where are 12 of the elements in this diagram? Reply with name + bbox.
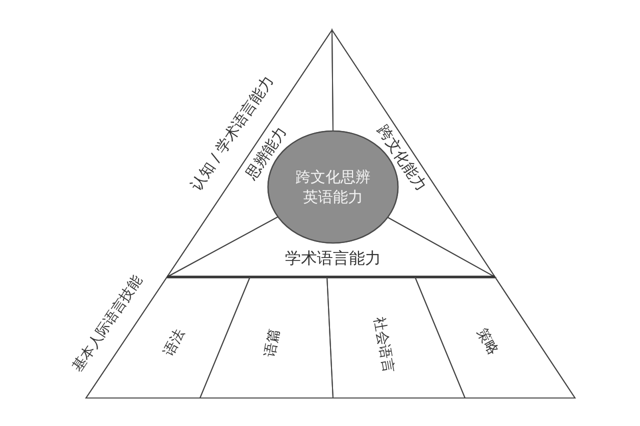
segment-label: 语篇 [262, 328, 284, 358]
segment-label: 社会语言 [370, 316, 396, 374]
trapezoid-segment [413, 275, 577, 400]
section-heading: 基本人际语言技能 [70, 272, 146, 376]
circle-label: 跨文化思辨英语能力 [294, 166, 372, 208]
triangle-section [165, 28, 497, 279]
segment-label: 语法 [161, 326, 189, 360]
region-label: 学术语言能力 [285, 248, 381, 268]
trapezoid-segment [198, 275, 335, 400]
segment-label: 策略 [473, 326, 501, 358]
region-label: 跨文化能力 [374, 122, 430, 194]
trapezoid-segment [325, 275, 467, 400]
